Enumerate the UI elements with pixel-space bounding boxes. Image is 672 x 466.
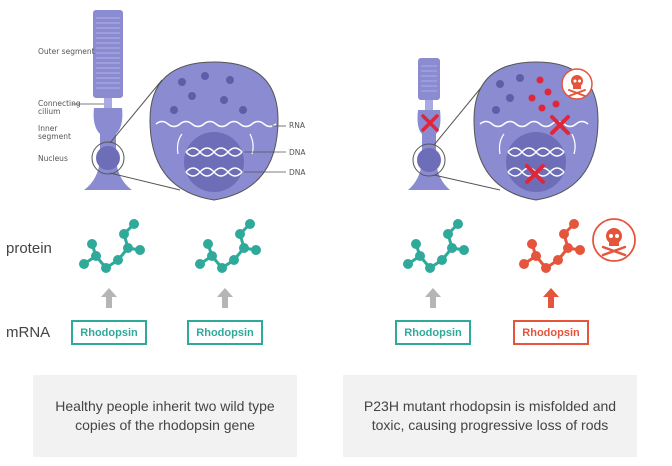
- caption-healthy: Healthy people inherit two wild type cop…: [33, 375, 297, 457]
- cross-mark-icon: [525, 164, 545, 184]
- arrow-up-icon: [101, 288, 117, 308]
- protein-molecule-icon: [78, 218, 146, 274]
- label-rna: RNA: [289, 121, 305, 130]
- label-dna-2: DNA: [289, 168, 306, 177]
- protein-molecule-icon: [402, 218, 470, 274]
- skull-icon: [592, 218, 636, 262]
- healthy-rod-cell-diagram: [72, 10, 286, 201]
- healthy-magnified-cell: [149, 61, 279, 201]
- caption-mutant: P23H mutant rhodopsin is misfolded and t…: [343, 375, 637, 457]
- row-label-mrna: mRNA: [6, 324, 51, 341]
- label-connecting-cilium: Connecting cilium: [38, 99, 81, 116]
- protein-molecule-icon: [194, 218, 262, 274]
- mutant-outer-segment: [418, 58, 440, 100]
- caption-mutant-text: P23H mutant rhodopsin is misfolded and t…: [363, 398, 617, 433]
- label-nucleus: Nucleus: [38, 154, 68, 163]
- healthy-zoom-circle-small: [91, 141, 125, 175]
- protein-molecule-icon: [518, 218, 586, 274]
- mrna-box-healthy-2: Rhodopsin: [187, 320, 263, 345]
- healthy-nucleus: [96, 146, 120, 170]
- mrna-box-mutant-wildtype: Rhodopsin: [395, 320, 471, 345]
- skull-icon: [561, 68, 593, 100]
- healthy-outer-segment: [93, 10, 123, 98]
- mrna-box-healthy-1: Rhodopsin: [71, 320, 147, 345]
- mutant-rod-cell-diagram: [408, 58, 599, 201]
- arrow-up-icon: [217, 288, 233, 308]
- arrow-up-icon: [543, 288, 559, 308]
- healthy-connecting-cilium: [104, 98, 112, 108]
- caption-healthy-text: Healthy people inherit two wild type cop…: [55, 398, 275, 433]
- label-inner-segment: Inner segment: [38, 124, 71, 141]
- mutant-magnified-cell: [473, 61, 599, 201]
- arrow-row: [101, 288, 559, 308]
- mrna-box-mutant-p23h: Rhodopsin: [513, 320, 589, 345]
- label-dna-1: DNA: [289, 148, 306, 157]
- cross-mark-icon: [421, 114, 439, 132]
- row-label-protein: protein: [6, 240, 52, 257]
- cross-mark-icon: [550, 115, 570, 135]
- protein-row: [78, 218, 636, 274]
- arrow-up-icon: [425, 288, 441, 308]
- label-outer-segment: Outer segment: [38, 47, 95, 56]
